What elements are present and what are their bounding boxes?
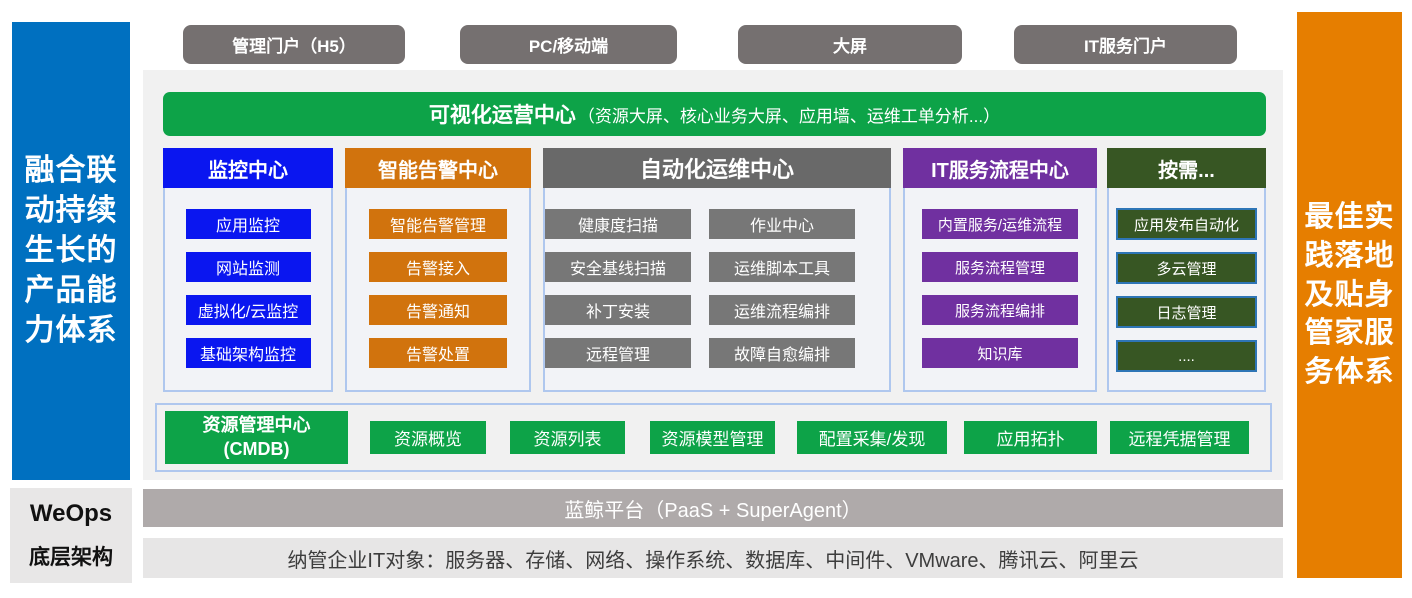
alarm-item: 智能告警管理 [369, 209, 507, 239]
alarm-item: 告警通知 [369, 295, 507, 325]
portal-big-screen: 大屏 [738, 25, 962, 64]
managed-it-objects-bar: 纳管企业IT对象：服务器、存储、网络、操作系统、数据库、中间件、VMware、腾… [143, 538, 1283, 578]
resource-item: 应用拓扑 [964, 421, 1097, 454]
resource-item: 资源模型管理 [650, 421, 775, 454]
column-it-service-process-center: IT服务流程中心 内置服务/运维流程 服务流程管理 服务流程编排 知识库 [903, 148, 1097, 392]
itsm-item: 服务流程编排 [922, 295, 1078, 325]
column-monitoring-center: 监控中心 应用监控 网站监测 虚拟化/云监控 基础架构监控 [163, 148, 333, 392]
resource-item: 配置采集/发现 [797, 421, 947, 454]
itsm-item: 服务流程管理 [922, 252, 1078, 282]
portal-pc-mobile: PC/移动端 [460, 25, 677, 64]
left-banner-text: 融合联动持续生长的产品能力体系 [24, 153, 118, 348]
weops-base-architecture-box: WeOps 底层架构 [10, 488, 132, 583]
bluewhale-platform-bar: 蓝鲸平台（PaaS + SuperAgent） [143, 489, 1283, 527]
resource-center-title: 资源管理中心 (CMDB) [165, 411, 348, 464]
column-smart-alarm-center: 智能告警中心 智能告警管理 告警接入 告警通知 告警处置 [345, 148, 531, 392]
on-demand-item: 多云管理 [1116, 252, 1257, 284]
viz-center-title: 可视化运营中心 [428, 104, 576, 127]
portal-admin-h5: 管理门户（H5） [183, 25, 405, 64]
on-demand-item: 日志管理 [1116, 296, 1257, 328]
on-demand-header: 按需... [1107, 148, 1266, 188]
alarm-center-items: 智能告警管理 告警接入 告警通知 告警处置 [347, 188, 529, 368]
resource-management-center-row: 资源管理中心 (CMDB) 资源概览 资源列表 资源模型管理 配置采集/发现 应… [155, 403, 1272, 472]
monitoring-center-header: 监控中心 [163, 148, 333, 188]
automation-item: 补丁安装 [545, 295, 691, 325]
automation-items-right: 作业中心 运维脚本工具 运维流程编排 故障自愈编排 [709, 209, 855, 368]
automation-item: 运维流程编排 [709, 295, 855, 325]
alarm-item: 告警处置 [369, 338, 507, 368]
automation-item: 运维脚本工具 [709, 252, 855, 282]
left-capability-banner: 融合联动持续生长的产品能力体系 [12, 22, 130, 480]
on-demand-item: 应用发布自动化 [1116, 208, 1257, 240]
monitoring-item: 网站监测 [185, 252, 311, 282]
monitoring-item: 虚拟化/云监控 [185, 295, 311, 325]
resource-item: 资源概览 [370, 421, 486, 454]
visualization-operation-center-banner: 可视化运营中心 （资源大屏、核心业务大屏、应用墙、运维工单分析...） [163, 92, 1266, 136]
automation-item: 安全基线扫描 [545, 252, 691, 282]
base-architecture-label: 底层架构 [29, 546, 113, 569]
automation-item: 故障自愈编排 [709, 338, 855, 368]
on-demand-item: .... [1116, 340, 1257, 372]
automation-items-left: 健康度扫描 安全基线扫描 补丁安装 远程管理 [545, 209, 691, 368]
monitoring-item: 基础架构监控 [185, 338, 311, 368]
monitoring-center-items: 应用监控 网站监测 虚拟化/云监控 基础架构监控 [165, 188, 331, 368]
itsm-center-items: 内置服务/运维流程 服务流程管理 服务流程编排 知识库 [905, 188, 1095, 368]
column-automation-ops-center: 自动化运维中心 健康度扫描 安全基线扫描 补丁安装 远程管理 作业中心 运维脚本… [543, 148, 891, 392]
automation-center-items: 健康度扫描 安全基线扫描 补丁安装 远程管理 作业中心 运维脚本工具 运维流程编… [545, 188, 889, 368]
resource-center-title-line2: (CMDB) [223, 438, 290, 459]
alarm-center-header: 智能告警中心 [345, 148, 531, 188]
resource-center-title-line1: 资源管理中心 [202, 415, 311, 436]
itsm-item: 内置服务/运维流程 [922, 209, 1078, 239]
resource-item: 资源列表 [510, 421, 625, 454]
on-demand-items: 应用发布自动化 多云管理 日志管理 .... [1109, 188, 1264, 372]
itsm-center-header: IT服务流程中心 [903, 148, 1097, 188]
monitoring-item: 应用监控 [185, 209, 311, 239]
automation-item: 远程管理 [545, 338, 691, 368]
column-on-demand: 按需... 应用发布自动化 多云管理 日志管理 .... [1107, 148, 1266, 392]
right-banner-text: 最佳实践落地及贴身管家服务体系 [1304, 200, 1395, 389]
weops-label: WeOps [29, 500, 113, 527]
automation-item: 健康度扫描 [545, 209, 691, 239]
viz-center-subtitle: （资源大屏、核心业务大屏、应用墙、运维工单分析...） [577, 106, 1001, 126]
automation-item: 作业中心 [709, 209, 855, 239]
alarm-item: 告警接入 [369, 252, 507, 282]
itsm-item: 知识库 [922, 338, 1078, 368]
portal-it-service: IT服务门户 [1014, 25, 1237, 64]
resource-item: 远程凭据管理 [1110, 421, 1249, 454]
capability-panel: 可视化运营中心 （资源大屏、核心业务大屏、应用墙、运维工单分析...） 监控中心… [143, 70, 1283, 480]
automation-center-header: 自动化运维中心 [543, 148, 891, 188]
right-service-banner: 最佳实践落地及贴身管家服务体系 [1297, 12, 1402, 578]
